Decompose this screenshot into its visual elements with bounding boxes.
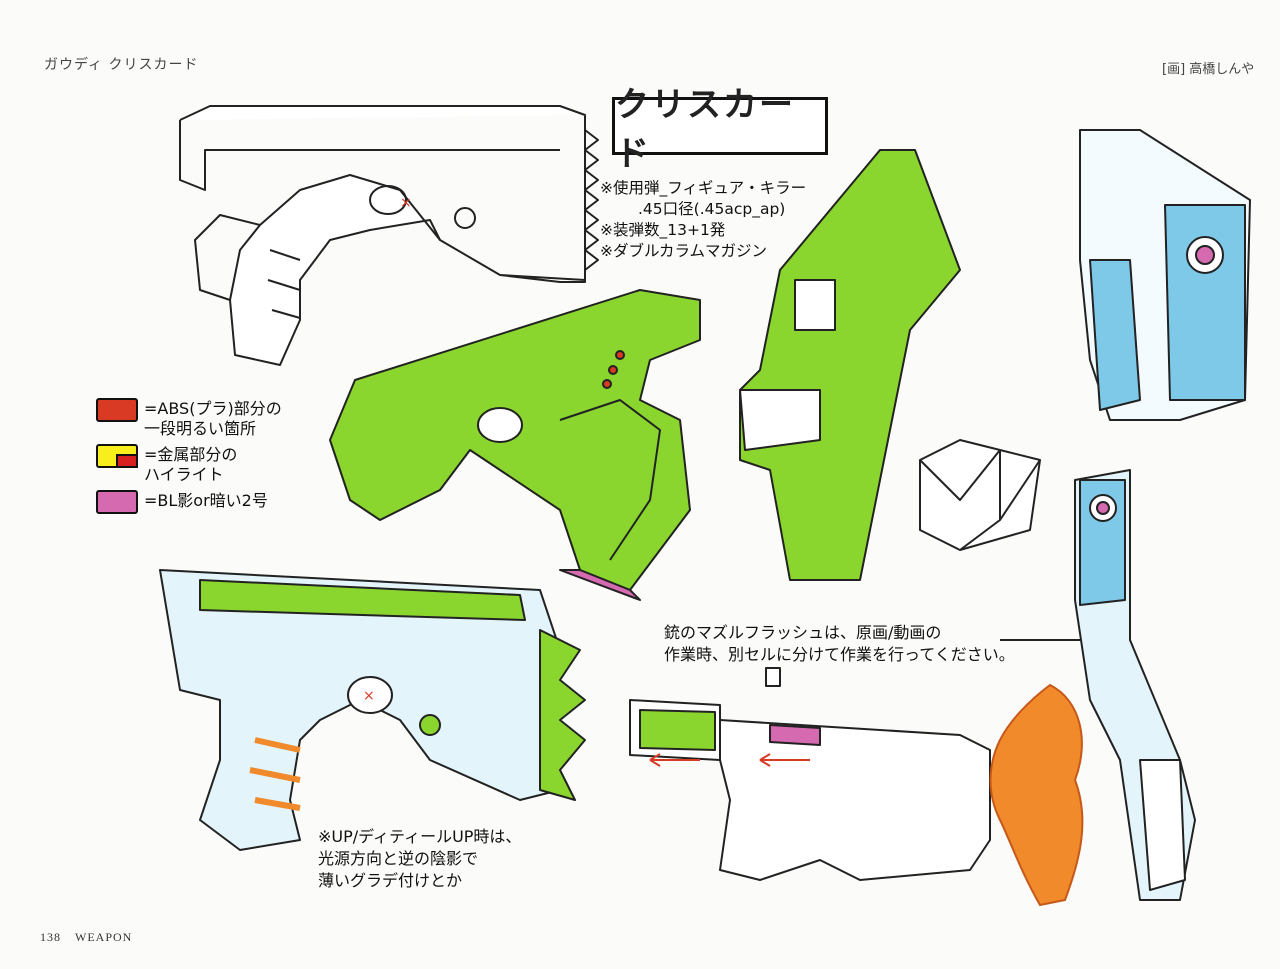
footer-section: WEAPON <box>75 930 133 944</box>
spec-item: ※装弾数_13+1発 <box>600 221 726 239</box>
note-line: 薄いグラデ付けとか <box>318 871 463 890</box>
muzzle-flash-note: 銃のマズルフラッシュは、原画/動画の 作業時、別セルに分けて作業を行ってください… <box>664 622 1015 666</box>
title-box: クリスカード <box>612 85 828 174</box>
pistol-blue-front <box>1079 129 1251 421</box>
note-line: 光源方向と逆の陰影で <box>318 849 479 868</box>
legend-label: =BL影or暗い2号 <box>144 491 268 510</box>
pistol-blue-side <box>159 569 586 851</box>
section-title: ガウディ クリスカード <box>44 57 199 73</box>
artist-credit: [画] 高橋しんや <box>1162 62 1255 77</box>
spec-list: ※使用弾_フィギュア・キラー .45口径(.45acp_ap) ※装弾数_13+… <box>600 178 806 262</box>
note-line: ※UP/ディティールUP時は、 <box>318 827 522 846</box>
pistol-blue-tall <box>1074 469 1196 901</box>
legend-label: =ABS(プラ)部分の <box>144 399 282 418</box>
pistol-lineart-side <box>179 105 599 366</box>
page-title: クリスカード <box>615 85 795 174</box>
legend-label: 一段明るい箇所 <box>144 419 257 438</box>
detail-up-note: ※UP/ディティールUP時は、 光源方向と逆の陰影で 薄いグラデ付けとか <box>318 826 521 892</box>
spec-item: ※ダブルカラムマガジン <box>600 242 768 260</box>
pistol-green-front <box>739 149 961 581</box>
note-line: 作業時、別セルに分けて作業を行ってください。 <box>664 645 1015 664</box>
swatch-yellow-inner <box>116 454 138 468</box>
svg-text:×: × <box>400 195 412 211</box>
swatch-yellow <box>96 444 138 468</box>
page-footer: 138 WEAPON <box>40 930 146 945</box>
pistol-exploded-view <box>629 639 1090 881</box>
muzzle-flash <box>989 683 1084 907</box>
legend-label: ハイライト <box>144 465 224 484</box>
spec-item: .45口径(.45acp_ap) <box>638 200 786 218</box>
pistol-green-3q <box>329 289 701 601</box>
legend-label: =金属部分の <box>144 445 238 464</box>
note-line: 銃のマズルフラッシュは、原画/動画の <box>664 623 942 642</box>
svg-text:×: × <box>363 688 375 704</box>
spec-item: ※使用弾_フィギュア・キラー <box>600 179 807 197</box>
muzzle-flash-sketch <box>919 439 1041 551</box>
swatch-pink <box>96 490 138 514</box>
page-number: 138 <box>40 930 61 944</box>
swatch-red <box>96 398 138 422</box>
